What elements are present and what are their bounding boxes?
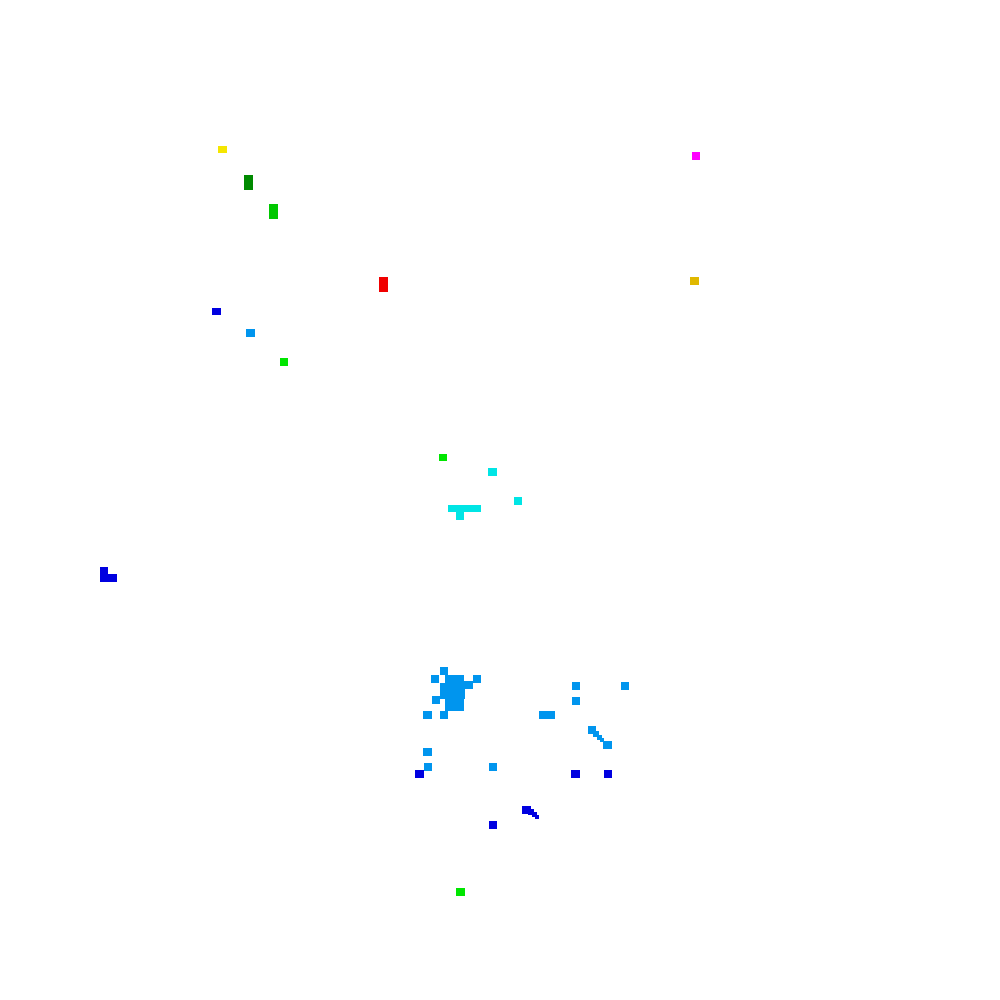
pixel-mark-blue-15 xyxy=(100,574,117,582)
pixel-mark-blue-39 xyxy=(604,770,612,778)
pixel-mark-sky-blue-5 xyxy=(246,329,255,337)
pixel-mark-sky-blue-32 xyxy=(600,738,604,742)
pixel-mark-sky-blue-21 xyxy=(464,681,473,689)
pixel-mark-blue-43 xyxy=(535,815,539,819)
pixel-mark-red-3 xyxy=(379,277,388,292)
pixel-mark-blue-4 xyxy=(212,308,221,315)
pixel-mark-green-2 xyxy=(269,204,278,219)
pixel-mark-sky-blue-35 xyxy=(424,763,432,771)
pixel-mark-dark-green-1 xyxy=(244,175,253,190)
pixel-mark-sky-blue-22 xyxy=(432,696,440,704)
pixel-mark-cyan-11 xyxy=(514,497,522,505)
pixel-mark-blue-38 xyxy=(571,770,580,778)
pixel-mark-sky-blue-27 xyxy=(572,697,580,705)
pixel-mark-cyan-10 xyxy=(488,468,497,476)
pixel-mark-sky-blue-33 xyxy=(603,741,612,749)
pixel-mark-sky-blue-34 xyxy=(423,748,432,756)
pixel-mark-sky-blue-28 xyxy=(539,711,555,719)
pixel-mark-blue-42 xyxy=(532,812,537,817)
pixel-mark-bright-green-6 xyxy=(280,358,288,366)
pixel-mark-cyan-12 xyxy=(448,505,481,512)
pixel-mark-sky-blue-26 xyxy=(621,682,629,690)
pixel-mark-bright-green-9 xyxy=(439,454,447,461)
pixel-mark-blue-44 xyxy=(489,821,497,829)
pixel-mark-sky-blue-31 xyxy=(597,735,602,740)
pixel-mark-sky-blue-18 xyxy=(473,675,481,683)
pixel-mark-blue-40 xyxy=(522,806,531,814)
pixel-mark-sky-blue-24 xyxy=(440,711,448,719)
pixel-mark-sky-blue-36 xyxy=(489,763,497,771)
pixel-mark-cyan-13 xyxy=(456,512,464,520)
pixel-mark-bright-green-45 xyxy=(456,888,465,896)
pixel-mark-sky-blue-29 xyxy=(588,726,596,734)
pixel-mark-sky-blue-23 xyxy=(423,711,432,719)
pixel-mark-sky-blue-25 xyxy=(572,682,580,690)
pixel-mark-sky-blue-16 xyxy=(440,667,448,675)
pixel-mark-sky-blue-17 xyxy=(431,675,439,683)
pixel-mark-blue-41 xyxy=(528,809,534,815)
pixel-mark-sky-blue-30 xyxy=(593,731,599,737)
pixel-mark-blue-37 xyxy=(415,770,424,778)
pixel-mark-yellow-0 xyxy=(218,146,227,153)
pixel-mark-gold-8 xyxy=(690,277,699,285)
pixel-mark-sky-blue-20 xyxy=(440,683,465,699)
pixel-mark-magenta-7 xyxy=(692,152,700,160)
